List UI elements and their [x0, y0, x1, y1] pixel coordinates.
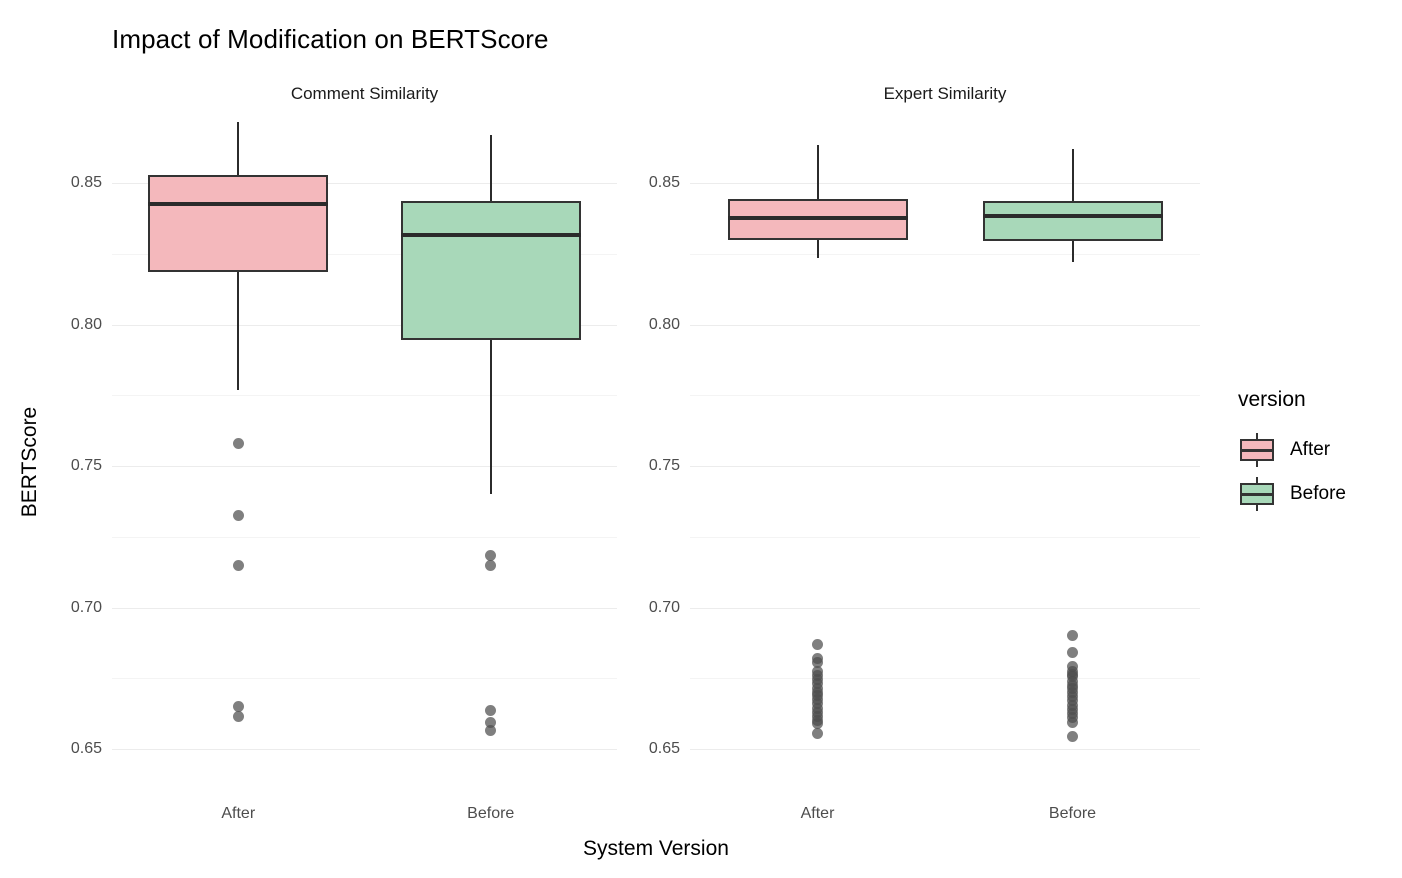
gridline-major [112, 607, 617, 609]
whisker-lower [489, 340, 492, 495]
outlier-point [812, 657, 823, 669]
whisker-upper [237, 122, 240, 175]
outlier-point [485, 725, 497, 737]
legend-label: After [1290, 439, 1331, 460]
gridline-major [690, 183, 1200, 185]
outlier-point [232, 711, 244, 722]
y-axis-tick-label: 0.70 [70, 598, 102, 616]
outlier-point [485, 559, 497, 571]
outlier-point [232, 701, 244, 713]
outlier-point [812, 638, 823, 650]
outlier-point [1067, 647, 1078, 659]
y-axis-tick-label: 0.75 [70, 457, 102, 475]
panel-comment-similarity [112, 118, 617, 783]
whisker-upper [816, 144, 819, 199]
legend-title: version [1238, 388, 1306, 411]
whisker-lower [1071, 241, 1074, 263]
y-axis-tick-label: 0.65 [648, 740, 680, 758]
gridline-major [690, 749, 1200, 751]
gridline-major [112, 466, 617, 468]
gridline-minor [690, 678, 1200, 680]
boxplot-comment-similarity-after[interactable] [148, 118, 329, 783]
y-axis-tick-label: 0.70 [648, 598, 680, 616]
outlier-point [812, 727, 823, 739]
gridline-minor [112, 395, 617, 397]
legend-item-after[interactable]: After [1238, 428, 1388, 472]
whisker-lower [237, 272, 240, 390]
outlier-point [232, 510, 244, 522]
boxplot-comment-similarity-before[interactable] [400, 118, 581, 783]
gridline-minor [690, 536, 1200, 538]
outlier-point [232, 437, 244, 449]
gridline-major [112, 749, 617, 751]
gridline-minor [690, 395, 1200, 397]
box-iqr [148, 174, 329, 273]
whisker-lower [816, 239, 819, 259]
gridline-minor [112, 253, 617, 255]
chart-title: Impact of Modification on BERTScore [112, 24, 549, 54]
gridline-major [690, 466, 1200, 468]
outlier-point [485, 549, 497, 561]
median-line [727, 216, 908, 221]
gridline-minor [690, 253, 1200, 255]
outlier-point [1067, 716, 1078, 728]
boxplot-expert-similarity-after[interactable] [727, 118, 908, 783]
boxplot-expert-similarity-before[interactable] [982, 118, 1163, 783]
legend-label: Before [1290, 483, 1346, 504]
x-axis-tick-label: Before [467, 805, 515, 822]
y-axis-tick-label: 0.80 [648, 315, 680, 333]
gridline-major [112, 324, 617, 326]
outlier-point [232, 559, 244, 571]
box-iqr [400, 201, 581, 341]
whisker-upper [1071, 149, 1074, 202]
y-axis-title: BERTScore [18, 406, 41, 518]
outlier-point [485, 705, 497, 717]
median-line [148, 202, 329, 207]
y-axis-tick-label: 0.75 [648, 457, 680, 475]
median-line [982, 213, 1163, 218]
y-axis-tick-label: 0.65 [70, 740, 102, 758]
gridline-major [112, 183, 617, 185]
x-axis-tick-label: After [221, 805, 256, 822]
y-axis-tick-label: 0.85 [70, 174, 102, 192]
panel-expert-similarity [690, 118, 1200, 783]
whisker-upper [489, 134, 492, 202]
legend-key-boxplot-icon [1238, 477, 1276, 511]
x-axis-tick-label: Before [1048, 805, 1097, 822]
outlier-point [1067, 630, 1078, 642]
facet-strip-expert-similarity: Expert Similarity [883, 84, 1007, 103]
gridline-minor [112, 678, 617, 680]
gridline-major [690, 607, 1200, 609]
outlier-point [485, 716, 497, 728]
legend-item-before[interactable]: Before [1238, 472, 1388, 516]
y-axis-tick-label: 0.80 [70, 315, 102, 333]
gridline-major [690, 324, 1200, 326]
outlier-point [812, 718, 823, 730]
x-axis-title: System Version [583, 837, 729, 860]
legend-key-boxplot-icon [1238, 433, 1276, 467]
median-line [400, 233, 581, 238]
outlier-point [1067, 730, 1078, 742]
x-axis-tick-label: After [800, 805, 835, 822]
facet-strip-comment-similarity: Comment Similarity [290, 84, 439, 103]
box-iqr [982, 201, 1163, 242]
gridline-minor [112, 536, 617, 538]
y-axis-tick-label: 0.85 [648, 174, 680, 192]
